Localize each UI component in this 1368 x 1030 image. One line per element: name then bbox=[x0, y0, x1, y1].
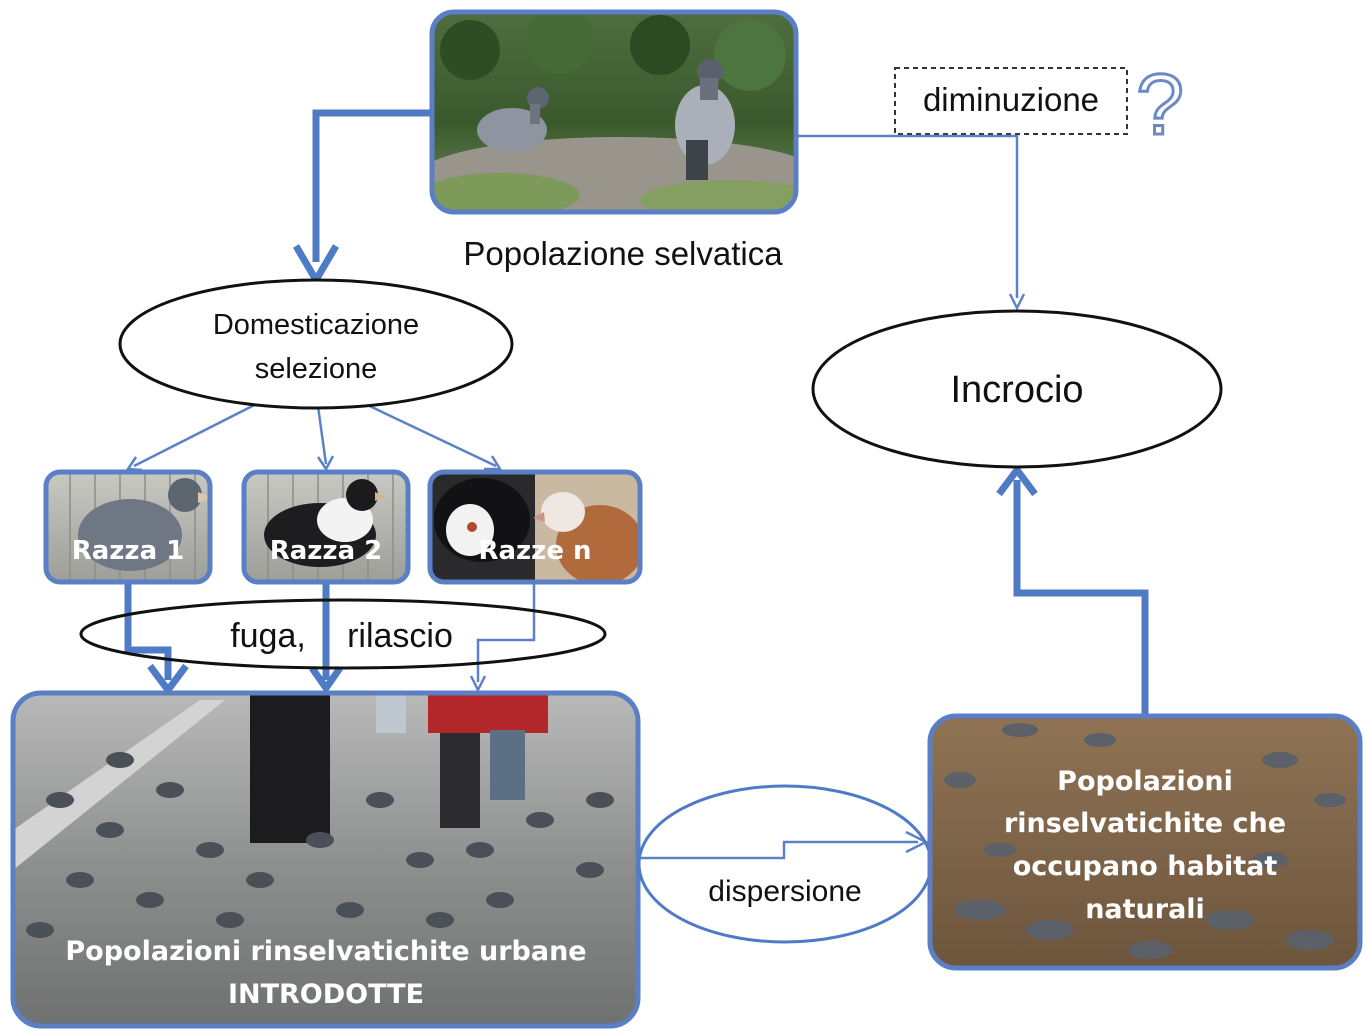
arrow-head-breed-1-urban bbox=[147, 663, 189, 696]
natural-photo-frame bbox=[927, 713, 1363, 971]
natural-label-line1: Popolazioni bbox=[1057, 766, 1233, 797]
crossing-ellipse bbox=[811, 309, 1223, 469]
breed-n-frame bbox=[427, 469, 643, 585]
escape-label-bg-1 bbox=[215, 608, 315, 658]
natural-label-line4: naturali bbox=[1085, 894, 1205, 925]
escape-label-part2: rilascio bbox=[347, 617, 453, 655]
arrow-urban-to-natural bbox=[638, 840, 918, 860]
arrow-breed-1-to-urban bbox=[124, 582, 172, 680]
wild-population-photo bbox=[432, 12, 796, 212]
dispersal-ellipse bbox=[637, 784, 933, 944]
escape-label-bg-2 bbox=[338, 608, 468, 658]
natural-population-photo bbox=[930, 716, 1360, 968]
arrow-head-breed-2 bbox=[316, 455, 335, 472]
arrow-head-breed-2-urban bbox=[309, 665, 343, 695]
urban-label-line1: Popolazioni rinselvatichite urbane bbox=[65, 936, 586, 967]
escape-label-part1: fuga, bbox=[230, 617, 306, 655]
natural-label-line2: rinselvatichite che bbox=[1004, 808, 1286, 839]
natural-label-line3: occupano habitat bbox=[1013, 851, 1278, 882]
arrow-head-breed-n-urban bbox=[469, 675, 487, 693]
breed-n-label: Razze n bbox=[478, 536, 591, 566]
domestication-ellipse bbox=[118, 278, 514, 410]
question-mark-icon: ? bbox=[1136, 57, 1184, 153]
breed-2-photo bbox=[244, 472, 408, 582]
decline-box bbox=[894, 67, 1128, 135]
arrow-wild-to-crossing bbox=[796, 134, 1019, 298]
arrow-breed-n-to-urban bbox=[476, 582, 536, 682]
breed-2-frame bbox=[241, 469, 411, 585]
wild-population-label: Popolazione selvatica bbox=[463, 235, 783, 272]
domestication-label-line1: Domesticazione bbox=[213, 309, 419, 341]
urban-label-line2: INTRODOTTE bbox=[228, 979, 424, 1010]
breed-2-label: Razza 2 bbox=[270, 536, 383, 566]
domestication-label-line2: selezione bbox=[255, 353, 378, 385]
arrow-head-breed-n bbox=[484, 455, 503, 471]
crossing-label: Incrocio bbox=[950, 369, 1083, 411]
breed-1-photo bbox=[46, 472, 210, 582]
dispersal-label: dispersione bbox=[708, 875, 861, 908]
breed-1-frame bbox=[43, 469, 213, 585]
breed-1-label: Razza 1 bbox=[72, 536, 185, 566]
arrow-head-crossing-top bbox=[1008, 293, 1026, 311]
escape-ellipse bbox=[79, 598, 607, 670]
decline-label: diminuzione bbox=[923, 81, 1099, 118]
arrow-wild-to-domestication bbox=[312, 109, 432, 262]
urban-population-photo bbox=[13, 693, 638, 1026]
arrow-natural-to-crossing bbox=[1013, 480, 1149, 716]
arrow-head-crossing-bottom bbox=[996, 464, 1038, 497]
breed-n-photo bbox=[430, 472, 640, 582]
